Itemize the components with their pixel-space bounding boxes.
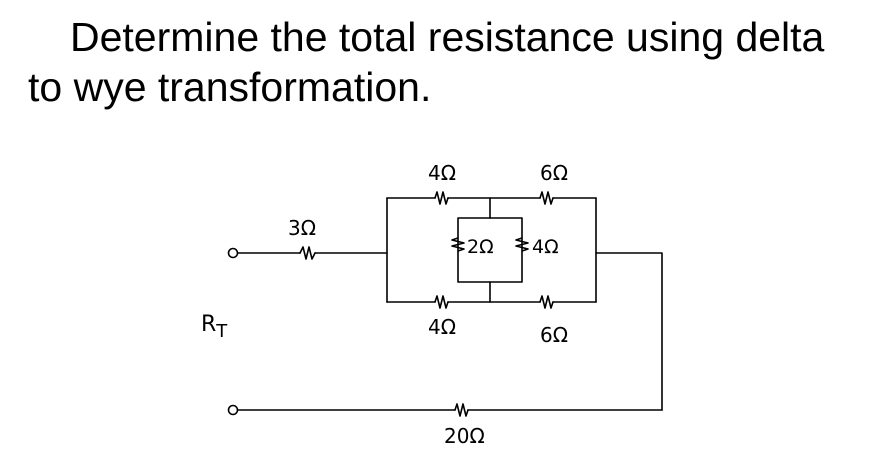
resistor-top-left-symbol xyxy=(434,191,449,205)
resistor-3-symbol xyxy=(299,246,316,260)
resistor-bottom-right-symbol xyxy=(539,295,554,309)
terminal-top xyxy=(227,247,239,259)
wire-input-top xyxy=(237,246,388,260)
total-resistance-symbol: R xyxy=(201,312,216,337)
resistor-20-label: 20Ω xyxy=(444,424,485,448)
resistor-bottom-left-symbol xyxy=(434,295,449,309)
resistor-middle-right-symbol xyxy=(515,237,529,252)
resistor-bottom-left-label: 4Ω xyxy=(428,315,456,339)
terminal-bottom xyxy=(227,404,239,416)
problem-statement: Determine the total resistance using del… xyxy=(28,14,825,110)
resistor-bottom-right-label: 6Ω xyxy=(540,323,568,347)
resistor-top-right-symbol xyxy=(539,191,554,205)
total-resistance-label: RT xyxy=(201,312,228,342)
resistor-middle-left-label: 2Ω xyxy=(467,236,494,258)
resistor-3-label: 3Ω xyxy=(288,216,316,240)
bridge-rect xyxy=(457,217,523,283)
resistor-20-symbol xyxy=(454,403,469,417)
total-resistance-subscript: T xyxy=(215,321,228,342)
resistor-middle-left-symbol xyxy=(451,237,465,252)
resistor-middle-right-label: 4Ω xyxy=(532,236,559,258)
wire-output-right xyxy=(595,252,663,411)
resistor-top-right-label: 6Ω xyxy=(540,161,568,185)
resistor-top-left-label: 4Ω xyxy=(428,161,456,185)
